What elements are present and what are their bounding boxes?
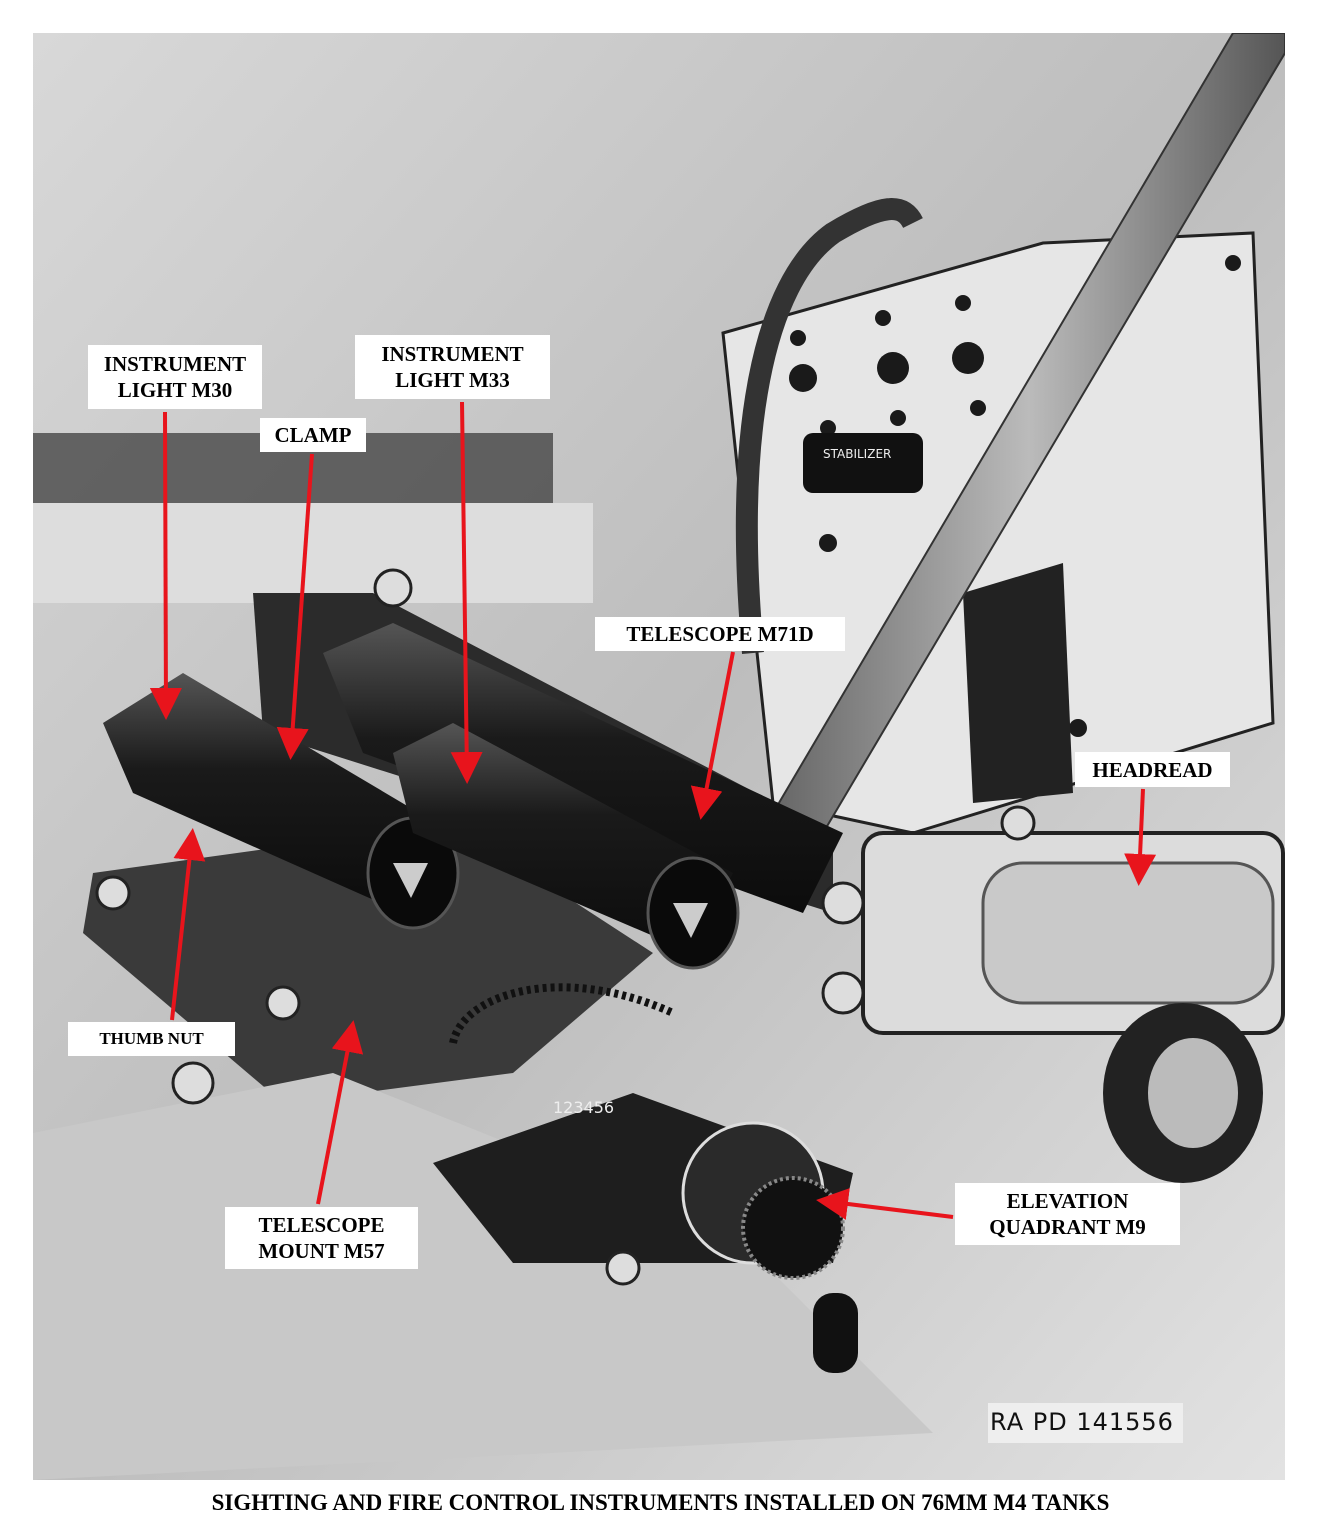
label-instrument-light-m30: INSTRUMENT LIGHT M30 [88, 345, 262, 409]
label-telescope-m71d: TELESCOPE M71D [595, 617, 845, 651]
label-line: MOUNT M57 [258, 1239, 385, 1263]
label-line: INSTRUMENT [381, 342, 524, 366]
quadrant-scale-text: 123456 [553, 1098, 614, 1117]
stabilizer-plate-text: STABILIZER [823, 447, 891, 461]
label-line: INSTRUMENT [103, 352, 247, 376]
label-line: QUADRANT M9 [989, 1215, 1146, 1239]
plate-number: RA PD 141556 [990, 1408, 1174, 1436]
label-elevation-quadrant-m9: ELEVATION QUADRANT M9 [955, 1183, 1180, 1245]
label-thumb-nut: THUMB NUT [68, 1022, 235, 1056]
label-clamp: CLAMP [260, 418, 366, 452]
label-line: LIGHT M33 [395, 368, 510, 392]
label-instrument-light-m33: INSTRUMENT LIGHT M33 [355, 335, 550, 399]
label-telescope-mount-m57: TELESCOPE MOUNT M57 [225, 1207, 418, 1269]
figure-caption: SIGHTING AND FIRE CONTROL INSTRUMENTS IN… [211, 1490, 1110, 1515]
label-headread: HEADREAD [1075, 752, 1230, 787]
label-line: ELEVATION [1006, 1189, 1129, 1213]
label-line: LIGHT M30 [117, 378, 233, 402]
label-line: TELESCOPE [258, 1213, 385, 1237]
